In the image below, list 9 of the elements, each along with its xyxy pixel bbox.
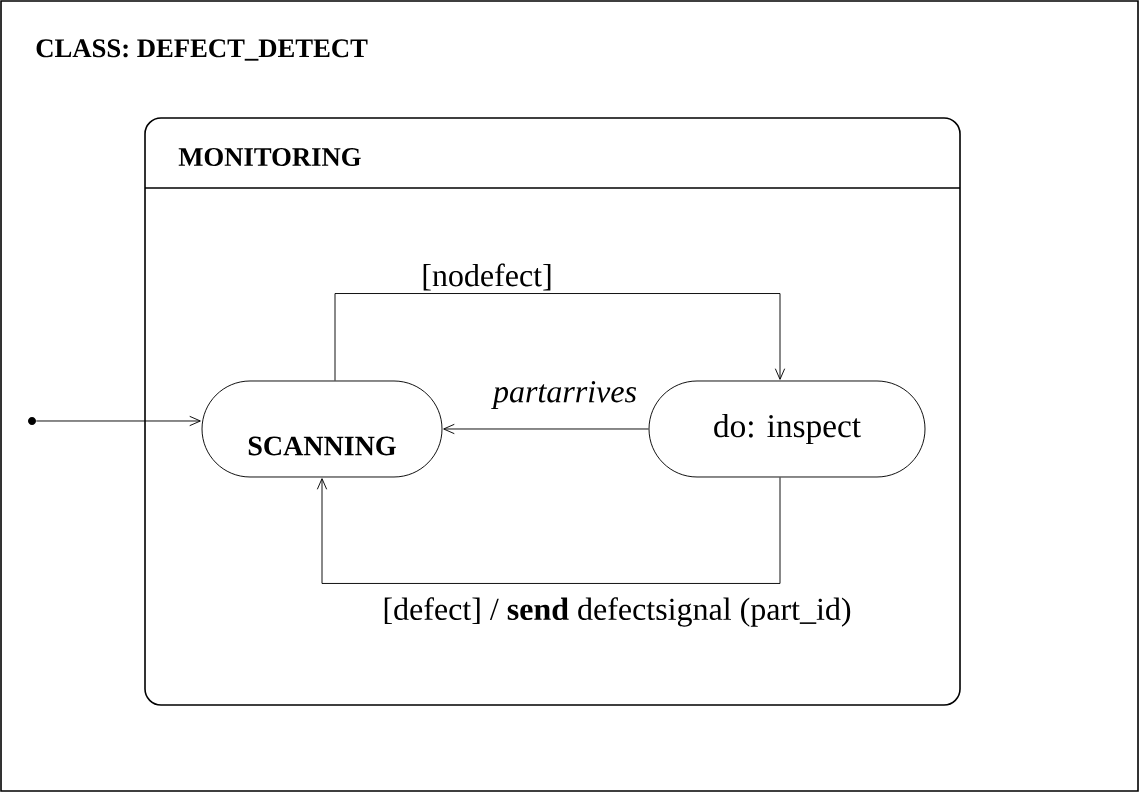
state-box: do: inspect — [648, 380, 926, 478]
arrow — [334, 293, 786, 381]
state-box: SCANNING — [201, 380, 443, 478]
arrow — [35, 415, 201, 427]
arrow — [443, 423, 649, 435]
edge-label: [defect] / send defectsignal (part_id) — [381, 595, 853, 629]
edge-label: partarrives — [491, 379, 639, 411]
edge-label: [nodefect] — [419, 262, 555, 292]
arrow — [316, 477, 781, 584]
